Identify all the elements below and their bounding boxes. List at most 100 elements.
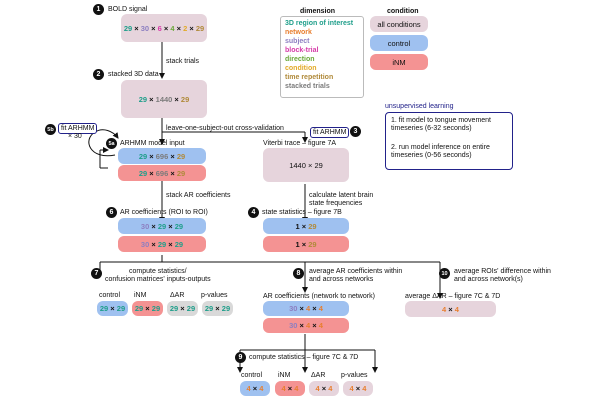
step-2-badge: 2 (93, 69, 104, 80)
legend-all-conditions: all conditions (370, 16, 428, 32)
dim-roi: 29 (174, 221, 184, 231)
dim-condition: 2 (183, 23, 188, 33)
legend-dimension-title: dimension (300, 8, 336, 15)
step-7-title: compute statistics/ confusion matrices' … (105, 268, 211, 283)
ar-net-inm: 30 × 4 × 4 (263, 318, 349, 333)
legend-direction: direction (285, 56, 315, 63)
ar-inm: 30 × 29 × 29 (118, 236, 206, 252)
step-1-title: BOLD signal (108, 6, 148, 13)
dim-roi: 29 (157, 239, 167, 249)
legend-dimension (280, 16, 364, 98)
dim-stacked: 696 (155, 151, 169, 161)
unsupervised-item-2: 2. run model inference on entire timeser… (391, 144, 490, 159)
fit-arhmm-count: × 30 (68, 133, 82, 140)
step-5b-badge: 5b (45, 124, 56, 135)
step-9-title: compute statistics – figure 7C & 7D (249, 354, 359, 361)
dim-time: 29 (195, 23, 205, 33)
step-6-badge: 6 (106, 207, 117, 218)
legend-inm: iNM (370, 54, 428, 70)
dim-stacked: 1440 (289, 160, 306, 170)
dim-subject: 30 (140, 239, 150, 249)
cmp9-dar-box: 4 × 4 (309, 381, 339, 396)
ar-net-title: AR coefficients (network to network) (263, 293, 375, 300)
dim-time: 29 (180, 94, 190, 104)
unsupervised-box (385, 112, 513, 170)
legend-condition-title: condition (387, 8, 419, 15)
step-7-badge: 7 (91, 268, 102, 279)
step-8-badge: 8 (293, 268, 304, 279)
model-input-control: 29 × 696 × 29 (118, 148, 206, 164)
dim-state: 1 (295, 221, 300, 231)
dim-roi: 29 (123, 23, 133, 33)
cmp7-pvalues-label: p-values (201, 292, 228, 299)
legend-stacked-trials: stacked trials (285, 83, 330, 90)
dim-direction: 4 (170, 23, 175, 33)
dim-state: 1 (295, 239, 300, 249)
dim-time: 29 (176, 151, 186, 161)
state-control: 1 × 29 (263, 218, 349, 234)
avg-dar-box: 4 × 4 (405, 301, 496, 317)
bold-signal-box: 29 × 30 × 6 × 4 × 2 × 29 (121, 14, 207, 42)
step-2-title: stacked 3D data (108, 71, 159, 78)
step-8-title: average AR coefficients within and acros… (309, 268, 403, 283)
ar-net-control: 30 × 4 × 4 (263, 301, 349, 316)
fit-arhmm-button-5b: fit ARHMM (58, 123, 98, 134)
dim-time: 29 (308, 239, 317, 249)
dim-stacked: 1440 (155, 94, 173, 104)
state-inm: 1 × 29 (263, 236, 349, 252)
step-4-title: state statistics – figure 7B (262, 209, 342, 216)
model-input-inm: 29 × 696 × 29 (118, 165, 206, 181)
dim-stacked: 696 (155, 168, 169, 178)
edge-loso: leave-one-subject-out cross-validation (166, 125, 284, 132)
step-5a-title: ARHMM model input (120, 140, 185, 147)
cmp7-control-label: control (99, 292, 121, 299)
edge-stack-ar: stack AR coefficients (166, 192, 231, 199)
cmp9-control-label: control (241, 372, 263, 379)
cmp9-pvalues-label: p-values (341, 372, 368, 379)
legend-subject: subject (285, 38, 310, 45)
cmp9-inm-label: iNM (278, 372, 291, 379)
dim-roi: 29 (138, 151, 148, 161)
avg-dar-title: average ΔAR – figure 7C & 7D (405, 293, 501, 300)
dim-subject: 30 (140, 221, 150, 231)
cmp7-pvalues-box: 29 × 29 (202, 301, 233, 316)
edge-stack-trials: stack trials (166, 58, 200, 65)
cmp7-inm-box: 29 × 29 (132, 301, 163, 316)
dim-roi: 29 (157, 221, 167, 231)
cmp7-control-box: 29 × 29 (97, 301, 128, 316)
step-5a-badge: 5a (106, 138, 117, 149)
cmp7-dar-label: ΔAR (170, 292, 185, 299)
dim-block: 6 (157, 23, 162, 33)
legend-condition: condition (285, 65, 317, 72)
cmp9-control-box: 4 × 4 (240, 381, 270, 396)
unsupervised-title: unsupervised learning (385, 103, 454, 110)
viterbi-box: 1440 × 29 (263, 148, 349, 182)
viterbi-title: Viterbi trace – figure 7A (263, 140, 337, 147)
step-9-badge: 9 (235, 352, 246, 363)
legend-roi: 3D region of interest (285, 20, 354, 27)
dim-time: 29 (176, 168, 186, 178)
cmp9-dar-label: ΔAR (311, 372, 326, 379)
dim-time: 29 (308, 221, 317, 231)
fit-arhmm-button-3: fit ARHMM (310, 127, 350, 138)
stacked-3d-box: 29 × 1440 × 29 (121, 80, 207, 118)
legend-network: network (285, 29, 312, 36)
dim-roi: 29 (174, 239, 184, 249)
unsupervised-item-1: 1. fit model to tongue movement timeseri… (391, 117, 491, 132)
cmp9-inm-box: 4 × 4 (275, 381, 305, 396)
step-4-badge: 4 (248, 207, 259, 218)
dim-roi: 29 (138, 168, 148, 178)
step-3-badge: 3 (350, 126, 361, 137)
legend-control: control (370, 35, 428, 51)
dim-roi: 29 (138, 94, 148, 104)
dim-time: 29 (314, 160, 323, 170)
step-10-title: average ROIs' difference within and acro… (454, 268, 551, 283)
edge-calc-latent: calculate latent brain state frequencies (309, 192, 374, 207)
cmp7-dar-box: 29 × 29 (167, 301, 198, 316)
legend-block-trial: block-trial (285, 47, 319, 54)
legend-time-repetition: time repetition (285, 74, 334, 81)
dim-subject: 30 (140, 23, 150, 33)
step-10-badge: 10 (439, 268, 450, 279)
step-6-title: AR coefficients (ROI to ROI) (120, 209, 208, 216)
cmp7-inm-label: iNM (134, 292, 147, 299)
